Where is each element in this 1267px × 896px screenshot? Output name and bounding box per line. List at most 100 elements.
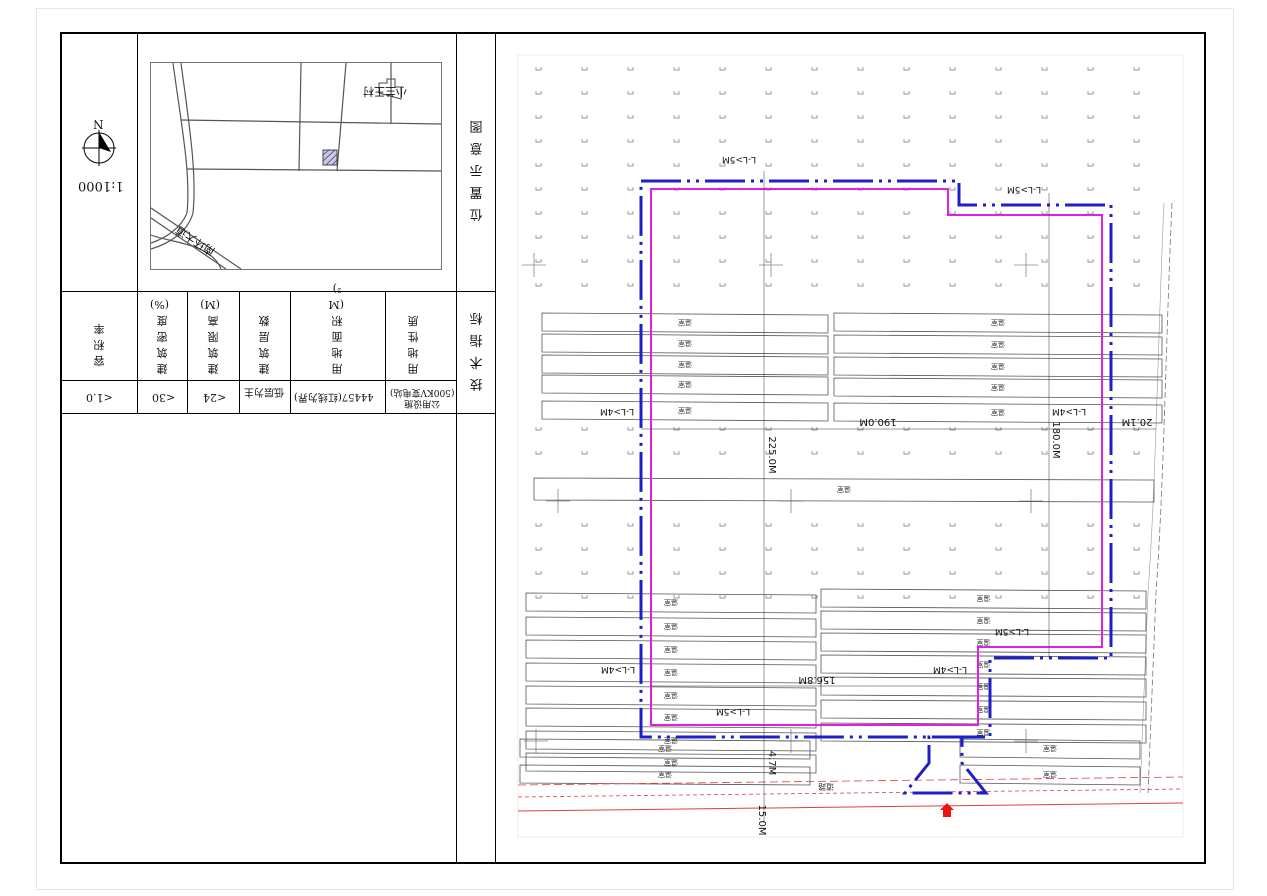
greenhouse-row — [833, 402, 1163, 424]
grass-mark — [673, 91, 680, 95]
greenhouse-row — [525, 662, 817, 684]
dim-inner-lower-clearance: L-L>4M — [933, 664, 967, 674]
grid-line — [61, 380, 456, 381]
grass-mark — [1041, 235, 1048, 239]
greenhouse-row — [541, 400, 829, 422]
grass-mark — [1041, 139, 1048, 143]
grass-mark — [673, 259, 680, 263]
grass-mark — [581, 91, 588, 95]
grass-mark — [1133, 523, 1140, 527]
grass-mark — [857, 259, 864, 263]
grass-mark — [949, 115, 956, 119]
grass-mark — [765, 451, 772, 455]
grass-mark — [535, 283, 542, 287]
grass-mark — [995, 523, 1002, 527]
greenhouse-row — [525, 730, 817, 752]
dim-top-clearance: L-L>5M — [722, 154, 756, 164]
grass-mark — [857, 67, 864, 71]
road-edge — [517, 788, 1184, 798]
grass-mark — [673, 523, 680, 527]
grass-mark — [903, 571, 910, 575]
grass-mark — [719, 211, 726, 215]
value-floors: 低层为主 — [244, 386, 284, 397]
survey-cross — [1014, 253, 1038, 277]
drawing-frame — [60, 32, 1206, 864]
grass-mark — [627, 427, 634, 431]
greenhouse-label: 温室 — [991, 362, 1005, 371]
grass-mark — [627, 91, 634, 95]
grass-mark — [719, 547, 726, 551]
grass-mark — [719, 163, 726, 167]
grass-mark — [1087, 235, 1094, 239]
greenhouse-label: 温室 — [664, 645, 678, 654]
grass-mark — [995, 571, 1002, 575]
grass-mark — [949, 595, 956, 599]
greenhouse-row — [541, 333, 829, 355]
grid-line — [61, 413, 495, 414]
grass-mark — [1133, 595, 1140, 599]
grass-mark — [811, 427, 818, 431]
grass-mark — [1041, 523, 1048, 527]
grass-mark — [673, 283, 680, 287]
header-height-limit: 建筑限高(M) — [200, 298, 220, 375]
grass-mark — [673, 595, 680, 599]
grass-mark — [1087, 67, 1094, 71]
grass-mark — [1133, 187, 1140, 191]
grass-mark — [949, 211, 956, 215]
grass-mark — [903, 235, 910, 239]
greenhouse-label: 温室 — [664, 758, 678, 767]
grass-mark — [1041, 571, 1048, 575]
greenhouse-row — [833, 377, 1163, 399]
greenhouse-label: 温室 — [977, 728, 991, 737]
grass-mark — [1087, 523, 1094, 527]
grass-mark — [627, 139, 634, 143]
village-label: 小兰王村 — [363, 85, 407, 98]
grass-mark — [857, 235, 864, 239]
greenhouse-label: 温室 — [664, 598, 678, 607]
grass-mark — [719, 115, 726, 119]
road-label: 道路 — [818, 782, 834, 792]
grass-mark — [903, 163, 910, 167]
greenhouse-label: 温室 — [991, 318, 1005, 327]
grass-mark — [949, 67, 956, 71]
grass-mark — [1133, 451, 1140, 455]
greenhouse-label: 温室 — [977, 705, 991, 714]
grass-mark — [719, 67, 726, 71]
grass-mark — [903, 595, 910, 599]
ditch-line — [1147, 202, 1173, 794]
dim-top-right-clearance: L-L>5M — [1007, 184, 1041, 194]
grass-mark — [627, 523, 634, 527]
grass-mark — [903, 67, 910, 71]
greenhouse-label: 温室 — [678, 318, 692, 327]
header-density: 建筑密度(%) — [149, 298, 169, 375]
grass-mark — [673, 67, 680, 71]
grass-mark — [627, 259, 634, 263]
value-land-area: 44457(红线为界) — [294, 391, 374, 402]
grass-mark — [535, 187, 542, 191]
grass-mark — [857, 523, 864, 527]
grass-mark — [1133, 547, 1140, 551]
grass-mark — [995, 259, 1002, 263]
grass-mark — [995, 283, 1002, 287]
grass-mark — [765, 115, 772, 119]
grass-mark — [673, 451, 680, 455]
grass-mark — [811, 211, 818, 215]
grass-mark — [949, 451, 956, 455]
grass-mark — [627, 67, 634, 71]
survey-cross — [522, 253, 546, 277]
grass-mark — [1087, 427, 1094, 431]
grass-mark — [535, 139, 542, 143]
grass-mark — [581, 259, 588, 263]
grass-mark — [535, 427, 542, 431]
greenhouse-label: 温室 — [991, 340, 1005, 349]
grass-mark — [627, 571, 634, 575]
grass-mark — [857, 91, 864, 95]
grass-mark — [903, 115, 910, 119]
greenhouse-row — [820, 588, 1147, 610]
terrain-marks — [522, 67, 1173, 794]
grass-mark — [1087, 283, 1094, 287]
scale-label: 1:1000 — [78, 178, 124, 193]
dim-bottom-clearance: L-L>5M — [716, 706, 750, 716]
grass-mark — [857, 211, 864, 215]
greenhouse-row — [541, 312, 829, 334]
